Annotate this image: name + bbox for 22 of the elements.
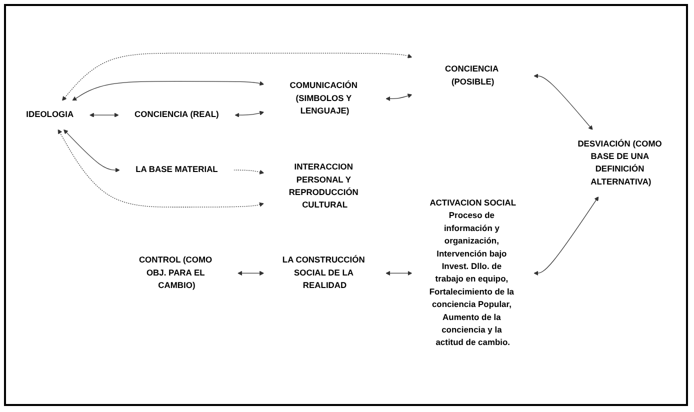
arrow [386, 93, 412, 101]
arrow [534, 196, 599, 276]
node-text: CONCIENCIA (POSIBLE) [445, 64, 498, 86]
arrow [386, 270, 412, 276]
node-text: ACTIVACION SOCIAL Proceso de información y organización, Intervención bajo Invest. Dllo. de trabajo en equipo, Fortalecimiento de la conciencia Popular, Aumento de la conciencia y la actitud de cambio. [429, 198, 516, 347]
arrow [62, 52, 412, 101]
arrow [89, 112, 119, 118]
node-text: IDEOLOGIA [26, 110, 74, 120]
arrow [72, 80, 264, 101]
arrow [234, 110, 264, 118]
node-text: CONTROL (COMO OBJ. PARA EL CAMBIO) [138, 255, 212, 290]
node-text: LA BASE MATERIAL [136, 165, 218, 174]
node-text: LA CONSTRUCCIÓN SOCIAL DE LA REALIDAD [282, 255, 365, 290]
node-text: DESVIACIÓN (COMO BASE DE UNA DEFINICIÓN ALTERNATIVA) [578, 139, 662, 186]
arrow [64, 129, 120, 172]
arrow [58, 128, 264, 208]
arrow [534, 73, 593, 130]
arrow [233, 170, 264, 174]
node-text: COMUNICACIÓN (SIMBOLOS Y LENGUAJE) [290, 80, 358, 116]
node-text: CONCIENCIA (REAL) [134, 110, 219, 120]
arrow [238, 270, 264, 276]
node-text: INTERACCION PERSONAL Y REPRODUCCIÓN CULTURAL [288, 162, 358, 210]
